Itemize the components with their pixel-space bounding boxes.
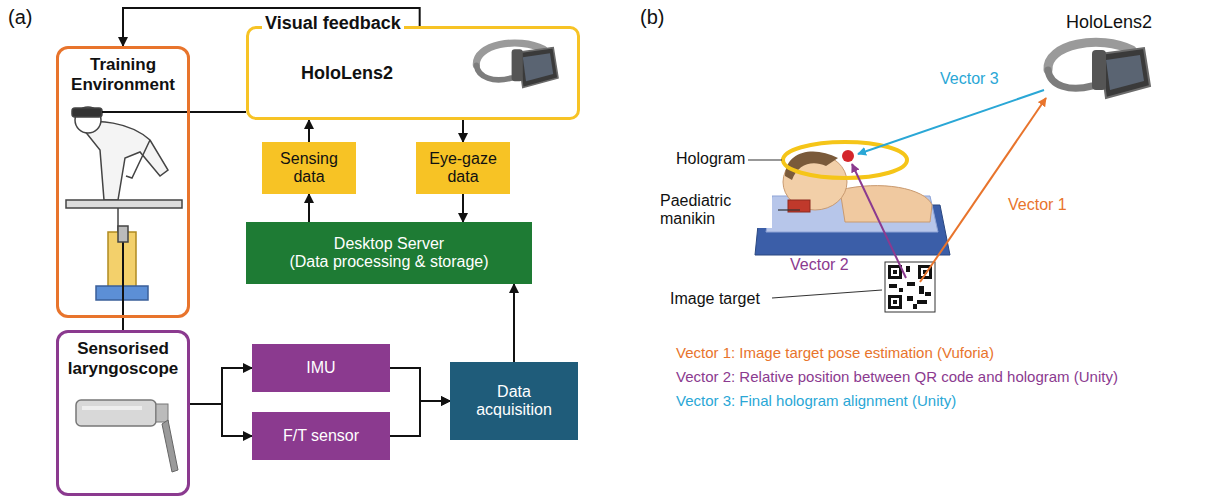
part-label: Image target	[670, 290, 760, 308]
box-title: Data acquisition	[459, 383, 569, 419]
leader-line	[778, 209, 800, 210]
note-text: Vector 2: Relative position between QR c…	[676, 368, 1118, 385]
part-label: Hologram	[676, 150, 745, 168]
part-label: Vector 3	[940, 70, 999, 88]
part-label: HoloLens2	[1066, 12, 1152, 33]
connector	[123, 8, 420, 46]
group-box: Training Environment	[56, 46, 190, 318]
connector	[513, 284, 515, 362]
leader-line	[748, 159, 782, 160]
connector	[190, 404, 252, 436]
connector	[190, 368, 252, 404]
connector	[308, 194, 310, 222]
note-text: Vector 1: Image target pose estimation (…	[676, 344, 994, 361]
box-title: Training Environment	[63, 55, 183, 95]
box-title: Desktop Server	[334, 235, 444, 253]
note-text: Vector 3: Final hologram alignment (Unit…	[676, 392, 956, 409]
laryngoscope-sketch	[76, 400, 178, 472]
box-title: Sensorised laryngoscope	[63, 339, 183, 379]
connector	[390, 368, 450, 401]
box-title: Sensing data	[266, 150, 352, 186]
trainee-sketch	[66, 107, 190, 318]
panel-label: (b)	[640, 6, 664, 29]
connector	[462, 120, 464, 142]
box-subtitle: (Data processing & storage)	[289, 253, 488, 271]
connector	[122, 318, 124, 330]
manikin-scene	[755, 142, 950, 255]
process-box: IMU	[252, 344, 390, 392]
group-box: HoloLens2	[246, 26, 580, 120]
vector-2-arrow	[852, 164, 906, 278]
box-title: HoloLens2	[301, 63, 393, 84]
box-title: F/T sensor	[283, 427, 359, 445]
group-box: Sensorised laryngoscope	[56, 330, 190, 496]
box-title: IMU	[306, 359, 335, 377]
box-title: Eye-gaze data	[420, 150, 506, 186]
connector	[308, 120, 310, 142]
connector	[190, 111, 246, 113]
process-box: Desktop Server(Data processing & storage…	[246, 222, 532, 284]
process-box: F/T sensor	[252, 412, 390, 460]
edge-label: Visual feedback	[262, 13, 404, 34]
connector	[390, 401, 450, 436]
part-label: Vector 2	[790, 256, 849, 274]
panel-label: (a)	[8, 6, 32, 29]
connector	[462, 194, 464, 222]
part-label: Paediatric manikin	[660, 192, 772, 228]
part-label: Vector 1	[1008, 196, 1067, 214]
process-box: Sensing data	[262, 142, 356, 194]
leader-line	[772, 290, 882, 298]
vector-3-arrow	[858, 90, 1044, 154]
process-box: Data acquisition	[450, 362, 578, 440]
process-box: Eye-gaze data	[416, 142, 510, 194]
